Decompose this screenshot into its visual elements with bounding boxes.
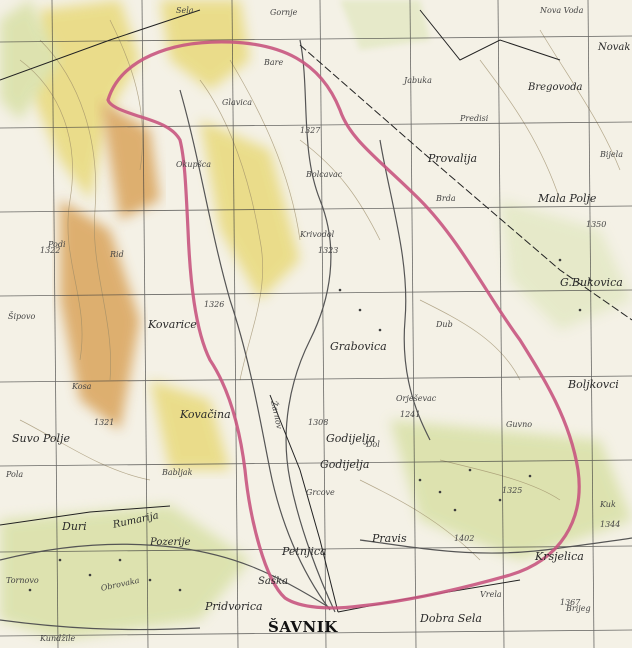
place-bolcavac: Bolcavac [306,170,343,179]
spot-height: 1241 [400,410,421,419]
vegetation-symbols [28,258,592,592]
place-pola: Pola [6,470,24,479]
place-dol: Dol [366,440,380,449]
place-bregovoda: Bregovoda [528,82,583,93]
place-vrela: Vrela [480,590,502,599]
place-orjesevac: Orješevac [396,394,437,403]
place-kosa: Kosa [72,382,92,391]
contour-lines [19,19,621,561]
place-krivodol: Krivodol [300,230,335,239]
place-pridvorica: Pridvorica [205,600,263,613]
place-grabovica: Grabovica [330,340,387,353]
spot-height: 1322 [40,246,61,255]
place-tornovo: Tornovo [6,576,39,585]
place-sipovo: Šipovo [8,312,36,321]
place-brda: Brda [436,194,456,203]
place-petnjica: Petnjica [282,545,327,558]
place-mala-polje: Mala Polje [538,192,597,205]
place-pozerije: Pozerije [150,537,191,548]
place-pravis: Pravis [372,532,407,545]
place-kuk: Kuk [600,500,616,509]
place-boljkovci: Boljkovci [568,378,619,391]
place-nova-voda: Nova Voda [540,6,584,15]
place-provalija: Provalija [428,152,478,165]
place-dobra-sela: Dobra Sela [420,612,482,625]
place-savnik: ŠAVNIK [268,618,338,636]
place-kovarice: Kovarice [148,318,197,331]
place-bukovica: G.Bukovica [560,276,623,289]
place-kundzile: Kundžile [40,634,76,643]
place-bare: Bare [264,58,284,67]
place-predisi: Predisi [460,114,489,123]
spot-height: 1325 [502,486,523,495]
place-grcove: Grcove [306,488,335,497]
place-godijelja-lower: Godijelja [320,458,370,471]
place-brijeg: Brijeg [566,604,591,613]
spot-height: 1308 [308,418,329,427]
place-krsjelica: Krsjelica [535,550,584,563]
spot-height: 1367 [560,598,581,607]
place-saska: Saška [258,576,288,587]
place-dub: Dub [436,320,453,329]
place-sela: Sela [176,6,194,15]
place-glavica: Glavica [222,98,253,107]
place-bijela: Bijela [600,150,623,159]
place-jabuka: Jabuka [404,76,432,85]
spot-height: 1350 [586,220,607,229]
place-rid: Rid [110,250,124,259]
place-godijelja-upper: Godijelja [326,432,376,445]
spot-height: 1323 [318,246,339,255]
place-babljak: Babljak [162,468,193,477]
place-podi: Podi [48,240,66,249]
spot-height: 1327 [300,126,321,135]
place-suvo-polje: Suvo Polje [12,432,70,445]
spot-height: 1344 [600,520,621,529]
rivers [0,39,632,631]
study-area-boundary [106,40,581,610]
place-duri: Duri [62,520,87,533]
spot-height: 1321 [94,418,115,427]
place-gornje: Gornje [270,8,298,17]
place-guvno: Guvno [506,420,533,429]
place-kovacina: Kovačina [180,408,231,421]
place-okupsca: Okupšca [176,160,212,169]
place-novak: Novak [598,42,631,53]
spot-height: 1326 [204,300,225,309]
spot-height: 1402 [454,534,475,543]
